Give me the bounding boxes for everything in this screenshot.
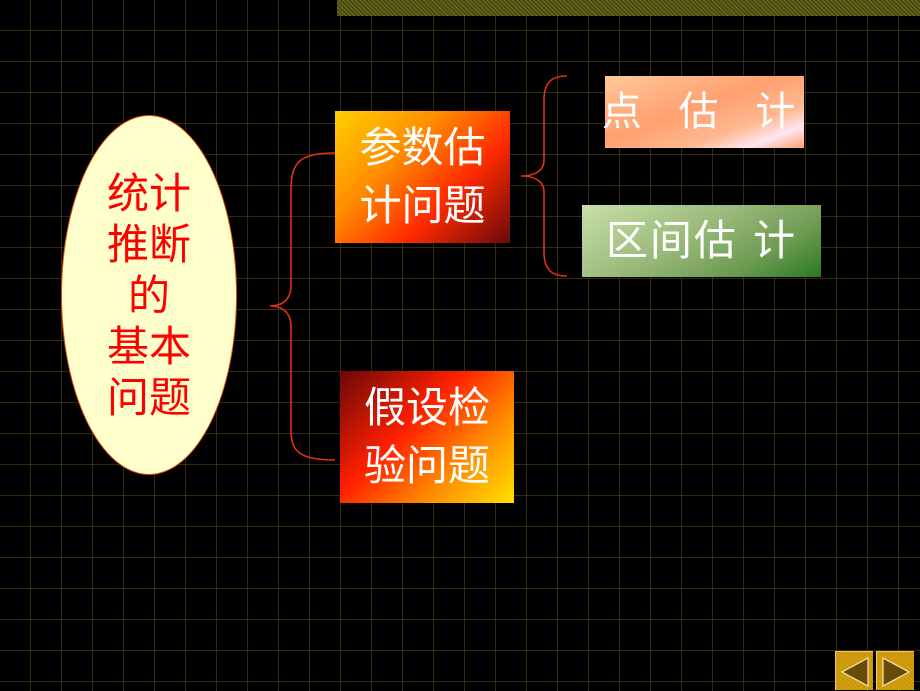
sub-brace <box>520 75 568 277</box>
triangle-left-icon <box>840 656 869 688</box>
root-node-statistical-inference: 统计 推断 的 基本 问题 <box>61 115 237 475</box>
root-node-line: 的 <box>127 270 170 320</box>
node-parameter-estimation: 参数估 计问题 <box>335 111 510 243</box>
next-slide-button[interactable] <box>876 651 914 690</box>
node-point-estimation: 点 估 计 <box>601 76 808 148</box>
previous-slide-button[interactable] <box>835 651 873 690</box>
node-hypothesis-testing: 假设检 验问题 <box>340 371 514 503</box>
root-node-line: 基本 <box>106 321 191 371</box>
node-line: 验问题 <box>363 441 490 490</box>
node-line: 计问题 <box>359 181 486 230</box>
root-node-line: 问题 <box>106 372 191 422</box>
decorative-top-band <box>337 0 920 16</box>
triangle-right-icon <box>882 656 911 688</box>
node-label: 点 估 计 <box>601 89 808 135</box>
node-label: 区间估 计 <box>605 216 798 265</box>
root-node-line: 统计 <box>106 168 191 218</box>
node-line: 假设检 <box>363 383 490 432</box>
root-node-line: 推断 <box>106 219 191 269</box>
main-brace <box>269 152 336 461</box>
node-interval-estimation: 区间估 计 <box>582 205 821 277</box>
node-line: 参数估 <box>359 123 486 172</box>
